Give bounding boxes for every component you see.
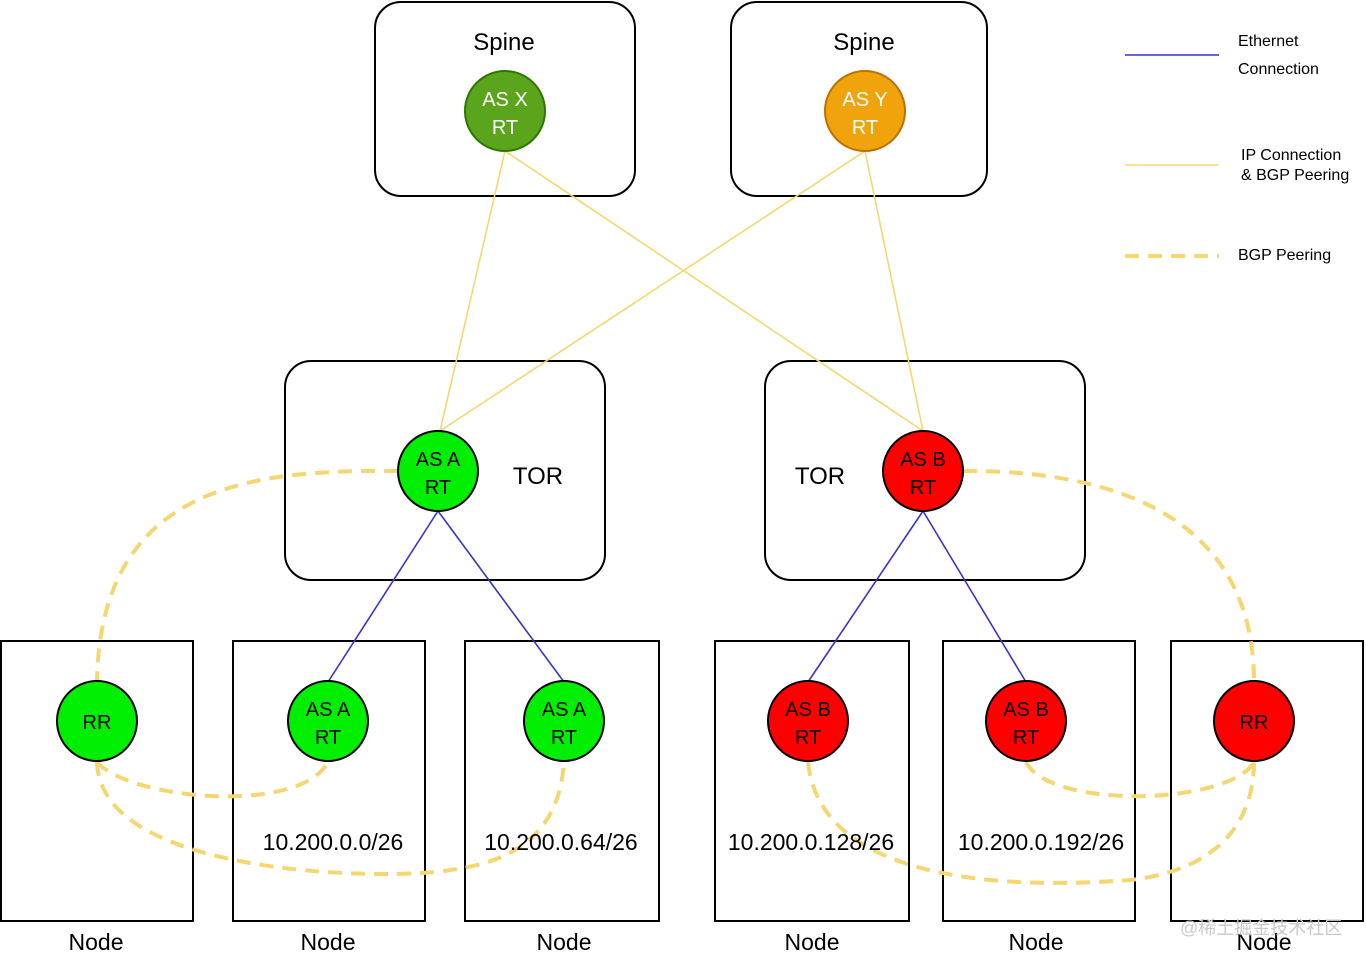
legend-ethernet-line1: Ethernet — [1238, 33, 1299, 50]
ip-link-y-a — [439, 150, 866, 432]
node-6-label: Node — [1237, 929, 1292, 955]
tor-right-router — [882, 430, 964, 512]
node-4-router-line2: RT — [795, 727, 821, 749]
spine-left-title: Spine — [473, 29, 534, 56]
watermark: @稀土掘金技术社区 — [1180, 918, 1342, 938]
legend-ip-line2: & BGP Peering — [1241, 167, 1349, 184]
tor-right-title: TOR — [795, 463, 845, 490]
bgp-peering-rr-node-5 — [1024, 760, 1256, 799]
eth-link-tor-b-node-5 — [922, 510, 1027, 683]
node-3-router-line1: AS A — [542, 699, 587, 721]
node-2-subnet: 10.200.0.0/26 — [263, 829, 404, 855]
node-4-router-line1: AS B — [785, 699, 831, 721]
tor-right-router-line1: AS B — [900, 449, 946, 471]
tor-left-router-line2: RT — [425, 477, 451, 499]
spine-right-router — [824, 70, 906, 152]
tor-left-title: TOR — [513, 463, 563, 490]
node-6-router — [1213, 680, 1295, 762]
node-4-label: Node — [785, 929, 840, 955]
tor-left-router-line1: AS A — [416, 449, 461, 471]
node-5-router-line1: AS B — [1003, 699, 1049, 721]
eth-link-tor-b-node-4 — [807, 510, 924, 683]
node-5-subnet: 10.200.0.192/26 — [958, 829, 1124, 855]
node-2-router-line1: AS A — [306, 699, 351, 721]
legend-ip-line1: IP Connection — [1241, 147, 1341, 164]
ip-link-x-b — [504, 150, 924, 432]
node-3-subnet: 10.200.0.64/26 — [484, 829, 637, 855]
node-1-router-line1: RR — [83, 712, 112, 734]
node-2-label: Node — [301, 929, 356, 955]
tor-right-router-line2: RT — [910, 477, 936, 499]
node-6-router-line1: RR — [1240, 712, 1269, 734]
bgp-peering-rr-node-3 — [95, 761, 566, 877]
node-5-router-line2: RT — [1013, 727, 1039, 749]
ip-link-y-b — [864, 150, 924, 432]
eth-link-tor-a-node-2 — [327, 510, 439, 683]
node-3-router — [523, 680, 605, 762]
eth-link-tor-a-node-3 — [437, 510, 565, 683]
spine-right-router-line2: RT — [852, 117, 878, 139]
bgp-peering-rr-node-2 — [95, 760, 330, 799]
spine-right-router-line1: AS Y — [842, 89, 887, 111]
legend-ethernet-line2: Connection — [1238, 61, 1319, 78]
ip-link-x-a — [439, 150, 506, 432]
node-4-subnet: 10.200.0.128/26 — [728, 829, 894, 855]
bgp-peering-tor-b-rr — [962, 468, 1256, 683]
node-5-router — [985, 680, 1067, 762]
node-4-router — [767, 680, 849, 762]
tor-left-router — [397, 430, 479, 512]
node-1-router — [56, 680, 138, 762]
node-2-router-line2: RT — [315, 727, 341, 749]
node-3-label: Node — [537, 929, 592, 955]
node-2-router — [287, 680, 369, 762]
spine-left-router-line1: AS X — [482, 89, 528, 111]
spine-right-title: Spine — [833, 29, 894, 56]
node-5-label: Node — [1009, 929, 1064, 955]
spine-left-router-line2: RT — [492, 117, 518, 139]
bgp-peering-tor-a-rr — [95, 468, 399, 683]
spine-left-router — [464, 70, 546, 152]
legend-bgp-label: BGP Peering — [1238, 247, 1331, 264]
node-3-router-line2: RT — [551, 727, 577, 749]
node-1-label: Node — [69, 929, 124, 955]
